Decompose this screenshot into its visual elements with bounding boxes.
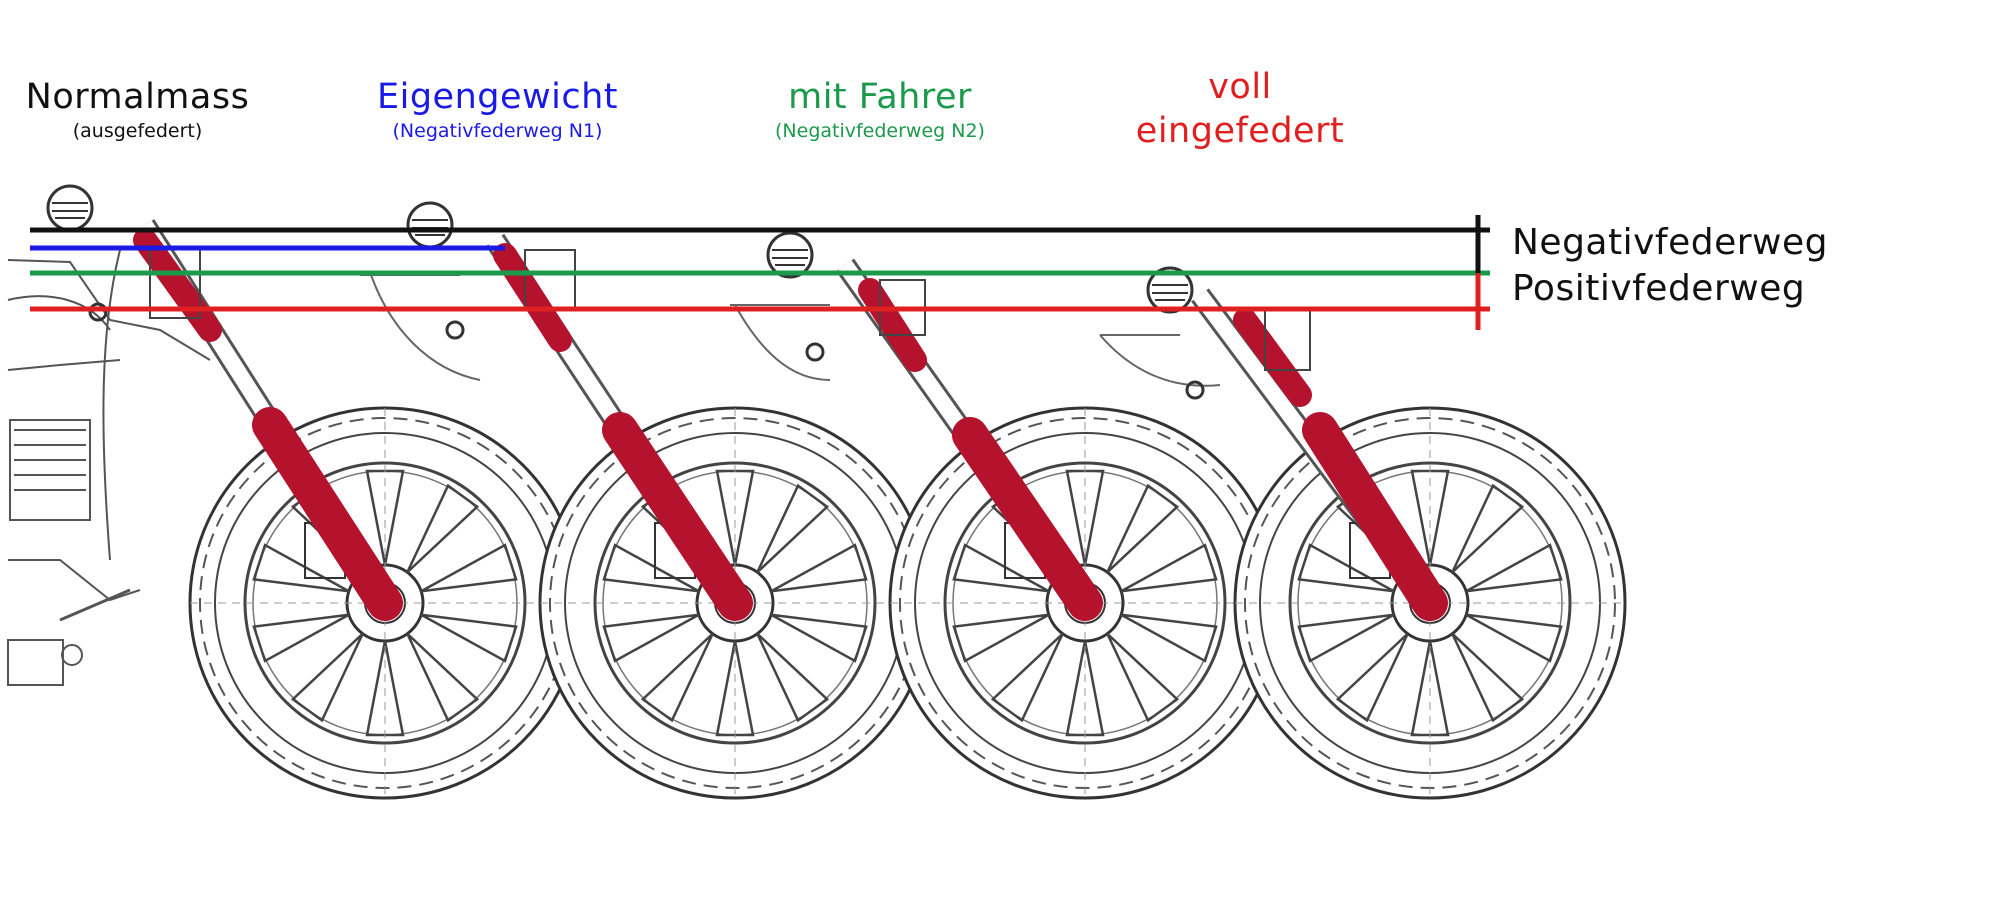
stage-title: mit Fahrer bbox=[788, 77, 972, 117]
stage-subtitle: (ausgefedert) bbox=[72, 119, 203, 142]
bike-voll-eingefedert bbox=[1099, 266, 1627, 800]
stage-label-eigengewicht: Eigengewicht (Negativfederweg N1) bbox=[360, 78, 635, 141]
stage-label-normalmass: Normalmass (ausgefedert) bbox=[10, 78, 265, 141]
bike-mit-fahrer bbox=[730, 231, 1282, 800]
stage-subtitle: (Negativfederweg N2) bbox=[775, 119, 985, 142]
stage-title: Eigengewicht bbox=[376, 77, 619, 117]
frame-sketch bbox=[7, 249, 211, 686]
headlight-icon bbox=[766, 231, 814, 279]
bike-normalmass bbox=[46, 184, 582, 800]
stage-subtitle: (Negativfederweg N1) bbox=[392, 119, 603, 142]
negative-travel-label: Negativfederweg bbox=[1512, 222, 1828, 263]
stage-label-mit-fahrer: mit Fahrer (Negativfederweg N2) bbox=[755, 78, 1005, 141]
headlight-icon bbox=[406, 201, 454, 249]
stage-title: Normalmass bbox=[25, 77, 250, 117]
positive-travel-label: Positivfederweg bbox=[1512, 268, 1806, 309]
headlight-icon bbox=[46, 184, 94, 232]
bike-eigengewicht bbox=[360, 201, 932, 800]
